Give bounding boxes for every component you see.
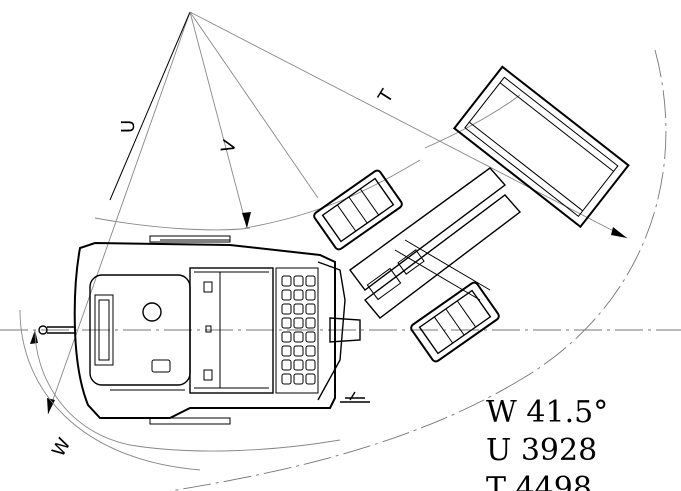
grid-cell xyxy=(281,303,292,315)
grid-cell xyxy=(305,331,316,343)
grid-cell xyxy=(293,289,304,301)
grid-cell xyxy=(305,275,316,287)
dimension-line-v xyxy=(189,11,248,229)
arc-outer-lower xyxy=(169,379,521,491)
lift-arms xyxy=(349,167,522,319)
grid-cell xyxy=(305,303,316,315)
grid-cell xyxy=(293,345,304,357)
fuel-cap xyxy=(142,302,162,322)
label-w: W xyxy=(48,434,75,460)
front-wheel-lower xyxy=(410,281,500,363)
arc-v xyxy=(94,217,251,231)
spec-block: W 41.5° U 3928 T 4498 xyxy=(486,394,681,491)
rear-fender-bottom xyxy=(149,417,231,425)
grid-cell xyxy=(293,317,304,329)
rear-fender-top xyxy=(149,235,231,243)
arrowhead-w xyxy=(47,398,55,414)
grid-cell xyxy=(305,345,316,357)
arrowhead-v xyxy=(242,212,251,228)
dimension-lines xyxy=(47,11,628,415)
hitch-eye xyxy=(38,325,48,335)
cab xyxy=(189,267,319,394)
front-wheel-upper xyxy=(313,169,403,251)
grid-cell xyxy=(281,373,292,385)
grid-cell xyxy=(281,359,292,371)
dimension-line-v2 xyxy=(189,11,319,199)
arrowheads xyxy=(30,212,627,414)
grid-cell xyxy=(293,359,304,371)
grid-cell xyxy=(305,289,316,301)
arc-outer-attachment xyxy=(519,49,667,381)
dimension-line-u xyxy=(109,11,191,201)
grid-cell xyxy=(281,345,292,357)
hood-latch xyxy=(151,359,171,373)
arc-w xyxy=(34,329,341,452)
arc-v-right xyxy=(244,159,421,229)
articulation-joint xyxy=(329,317,361,343)
grid-cells xyxy=(281,275,316,385)
arrowhead-t xyxy=(611,227,627,238)
swing-arcs xyxy=(19,49,667,491)
grid-cell xyxy=(305,373,316,385)
grid-cell xyxy=(305,317,316,329)
grid-cell xyxy=(281,317,292,329)
grid-cell xyxy=(281,289,292,301)
grid-cell xyxy=(281,275,292,287)
arc-v-top xyxy=(424,94,521,149)
dimension-line-w xyxy=(47,11,191,415)
bucket xyxy=(452,65,630,229)
arc-w-outer xyxy=(19,309,201,471)
grid-cell xyxy=(293,303,304,315)
label-v: V xyxy=(218,137,242,155)
cab-body xyxy=(189,267,274,394)
front-frame xyxy=(317,261,365,401)
counterweight-grid xyxy=(275,267,319,394)
spec-line-t: T 4498 xyxy=(486,471,592,491)
spec-line-u: U 3928 xyxy=(486,433,598,468)
lift-arm-upper xyxy=(349,167,507,291)
rear-hitch xyxy=(38,325,75,335)
grille xyxy=(94,294,114,366)
arrowhead-centre xyxy=(30,330,38,344)
grid-cell xyxy=(293,331,304,343)
spec-line-w: W 41.5° xyxy=(486,395,609,430)
grid-cell xyxy=(293,373,304,385)
label-u: U xyxy=(118,120,139,133)
rear-body xyxy=(73,241,336,419)
grid-cell xyxy=(293,275,304,287)
grid-cell xyxy=(305,359,316,371)
label-t: T xyxy=(374,85,399,107)
lift-arm-lower xyxy=(363,194,522,319)
dimension-line-t xyxy=(189,11,628,239)
grid-cell xyxy=(281,331,292,343)
